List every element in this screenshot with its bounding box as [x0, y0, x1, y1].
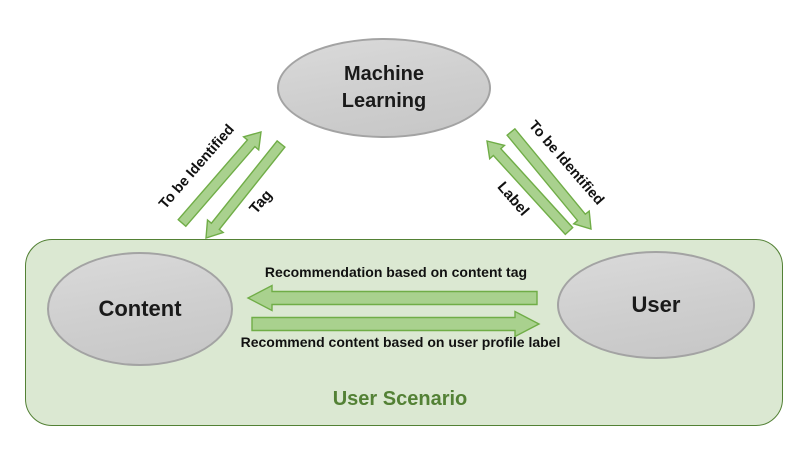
node-content: Content — [47, 252, 233, 366]
node-user-label: User — [631, 292, 681, 317]
edge-label-recommend-profile: Recommend content based on user profile … — [240, 334, 561, 350]
node-user: User — [557, 251, 755, 359]
edge-label-recommendation-tag: Recommendation based on content tag — [264, 264, 528, 280]
edge-label-user-ml-label: Label — [493, 178, 533, 220]
edge-label-content-to-ml: To be Identified — [156, 121, 238, 213]
arrow-ml-to-content — [205, 139, 286, 239]
user-scenario-caption: User Scenario — [332, 388, 468, 410]
node-machine-learning-label: Machine Learning — [341, 63, 427, 112]
node-machine-learning: Machine Learning — [277, 38, 491, 138]
node-content-label: Content — [98, 296, 182, 321]
edge-label-ml-to-content: Tag — [246, 186, 276, 218]
edge-label-user-ml-identified: To be Identified — [525, 117, 607, 209]
